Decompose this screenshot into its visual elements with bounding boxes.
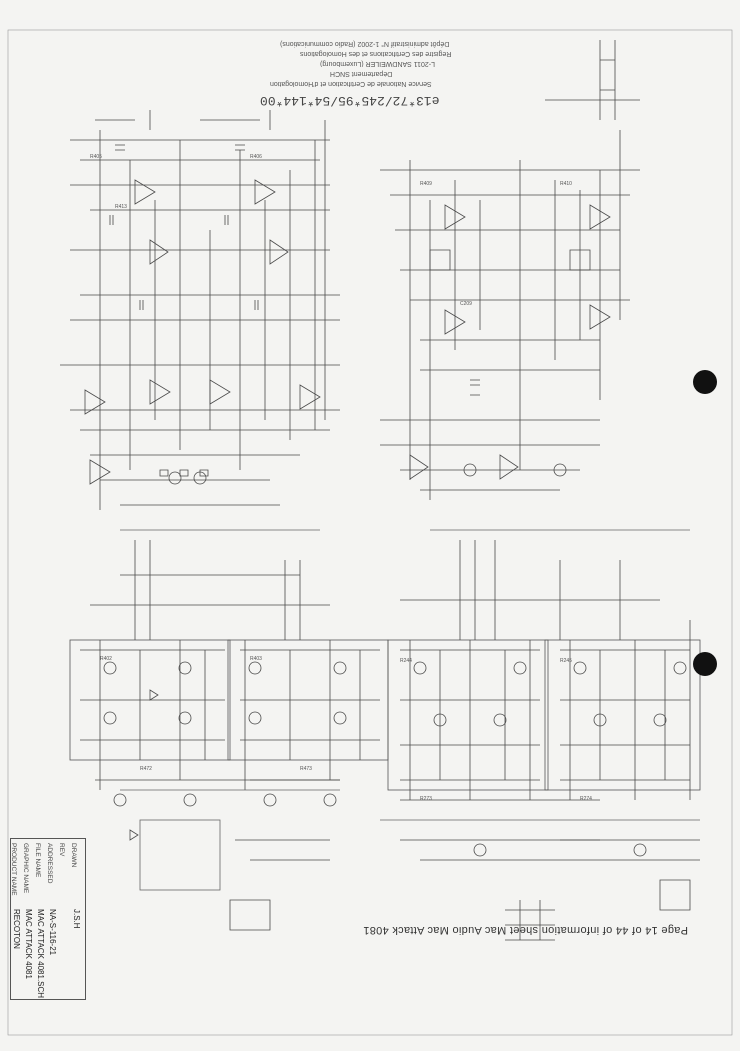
- title-value-graphic: MAC ATTACK 4081: [24, 909, 33, 979]
- stamp-line-4: Registre des Certifications et des Homol…: [300, 50, 452, 57]
- punch-hole-upper: [693, 370, 717, 394]
- svg-text:R473: R473: [300, 766, 312, 772]
- title-label-drawn: DRAWN: [70, 843, 77, 868]
- svg-text:R406: R406: [250, 154, 262, 160]
- svg-text:R244: R244: [400, 658, 412, 664]
- power-amp-module-4: [544, 560, 701, 911]
- preamp-block-left: [60, 110, 340, 510]
- power-amp-module-3: [387, 540, 660, 941]
- power-amp-module-2: [227, 560, 389, 931]
- title-label-file: FILE NAME: [34, 843, 41, 878]
- stamp-line-3: L-2011 SANDWEILER (Luxembourg): [320, 60, 436, 67]
- svg-text:R472: R472: [140, 766, 152, 772]
- preamp-block-right: [380, 40, 640, 500]
- stamp-line-1: Service Nationale de Certification et d'…: [270, 80, 432, 87]
- title-value-file: MAC ATTACK 4081.SCH: [36, 909, 45, 999]
- svg-text:R410: R410: [560, 181, 572, 187]
- stamp-line-2: Département SNCH: [330, 70, 393, 77]
- svg-text:C209: C209: [460, 301, 472, 307]
- svg-text:R403: R403: [250, 656, 262, 662]
- title-label-addressed: ADDRESSED: [46, 843, 53, 884]
- title-value-addressed: NA-S-116-21: [48, 909, 57, 956]
- title-block: PRODUCT NAME GRAPHIC NAME FILE NAME ADDR…: [10, 838, 86, 1000]
- certification-code: e13*72/245*95/54*144*00: [260, 93, 440, 108]
- title-value-drawn: J.S.H: [72, 909, 81, 929]
- svg-text:R409: R409: [420, 181, 432, 187]
- title-label-product: PRODUCT NAME: [10, 843, 17, 896]
- svg-text:R245: R245: [560, 658, 572, 664]
- title-label-graphic: GRAPHIC NAME: [22, 843, 29, 894]
- svg-text:R273: R273: [420, 796, 432, 802]
- stamp-line-5: Dépôt administratif N° 1-2002 (Radio com…: [280, 40, 450, 47]
- punch-hole-lower: [693, 652, 717, 676]
- page-footer: Page 14 of 44 of information sheet Mac A…: [363, 924, 688, 936]
- svg-text:R274: R274: [580, 796, 592, 802]
- svg-text:R413: R413: [115, 204, 127, 210]
- power-amp-module-1: [69, 540, 340, 891]
- title-value-product: RECOTON: [12, 909, 21, 949]
- svg-text:R405: R405: [90, 154, 102, 160]
- svg-text:R402: R402: [100, 656, 112, 662]
- title-label-rev: REV: [58, 843, 65, 857]
